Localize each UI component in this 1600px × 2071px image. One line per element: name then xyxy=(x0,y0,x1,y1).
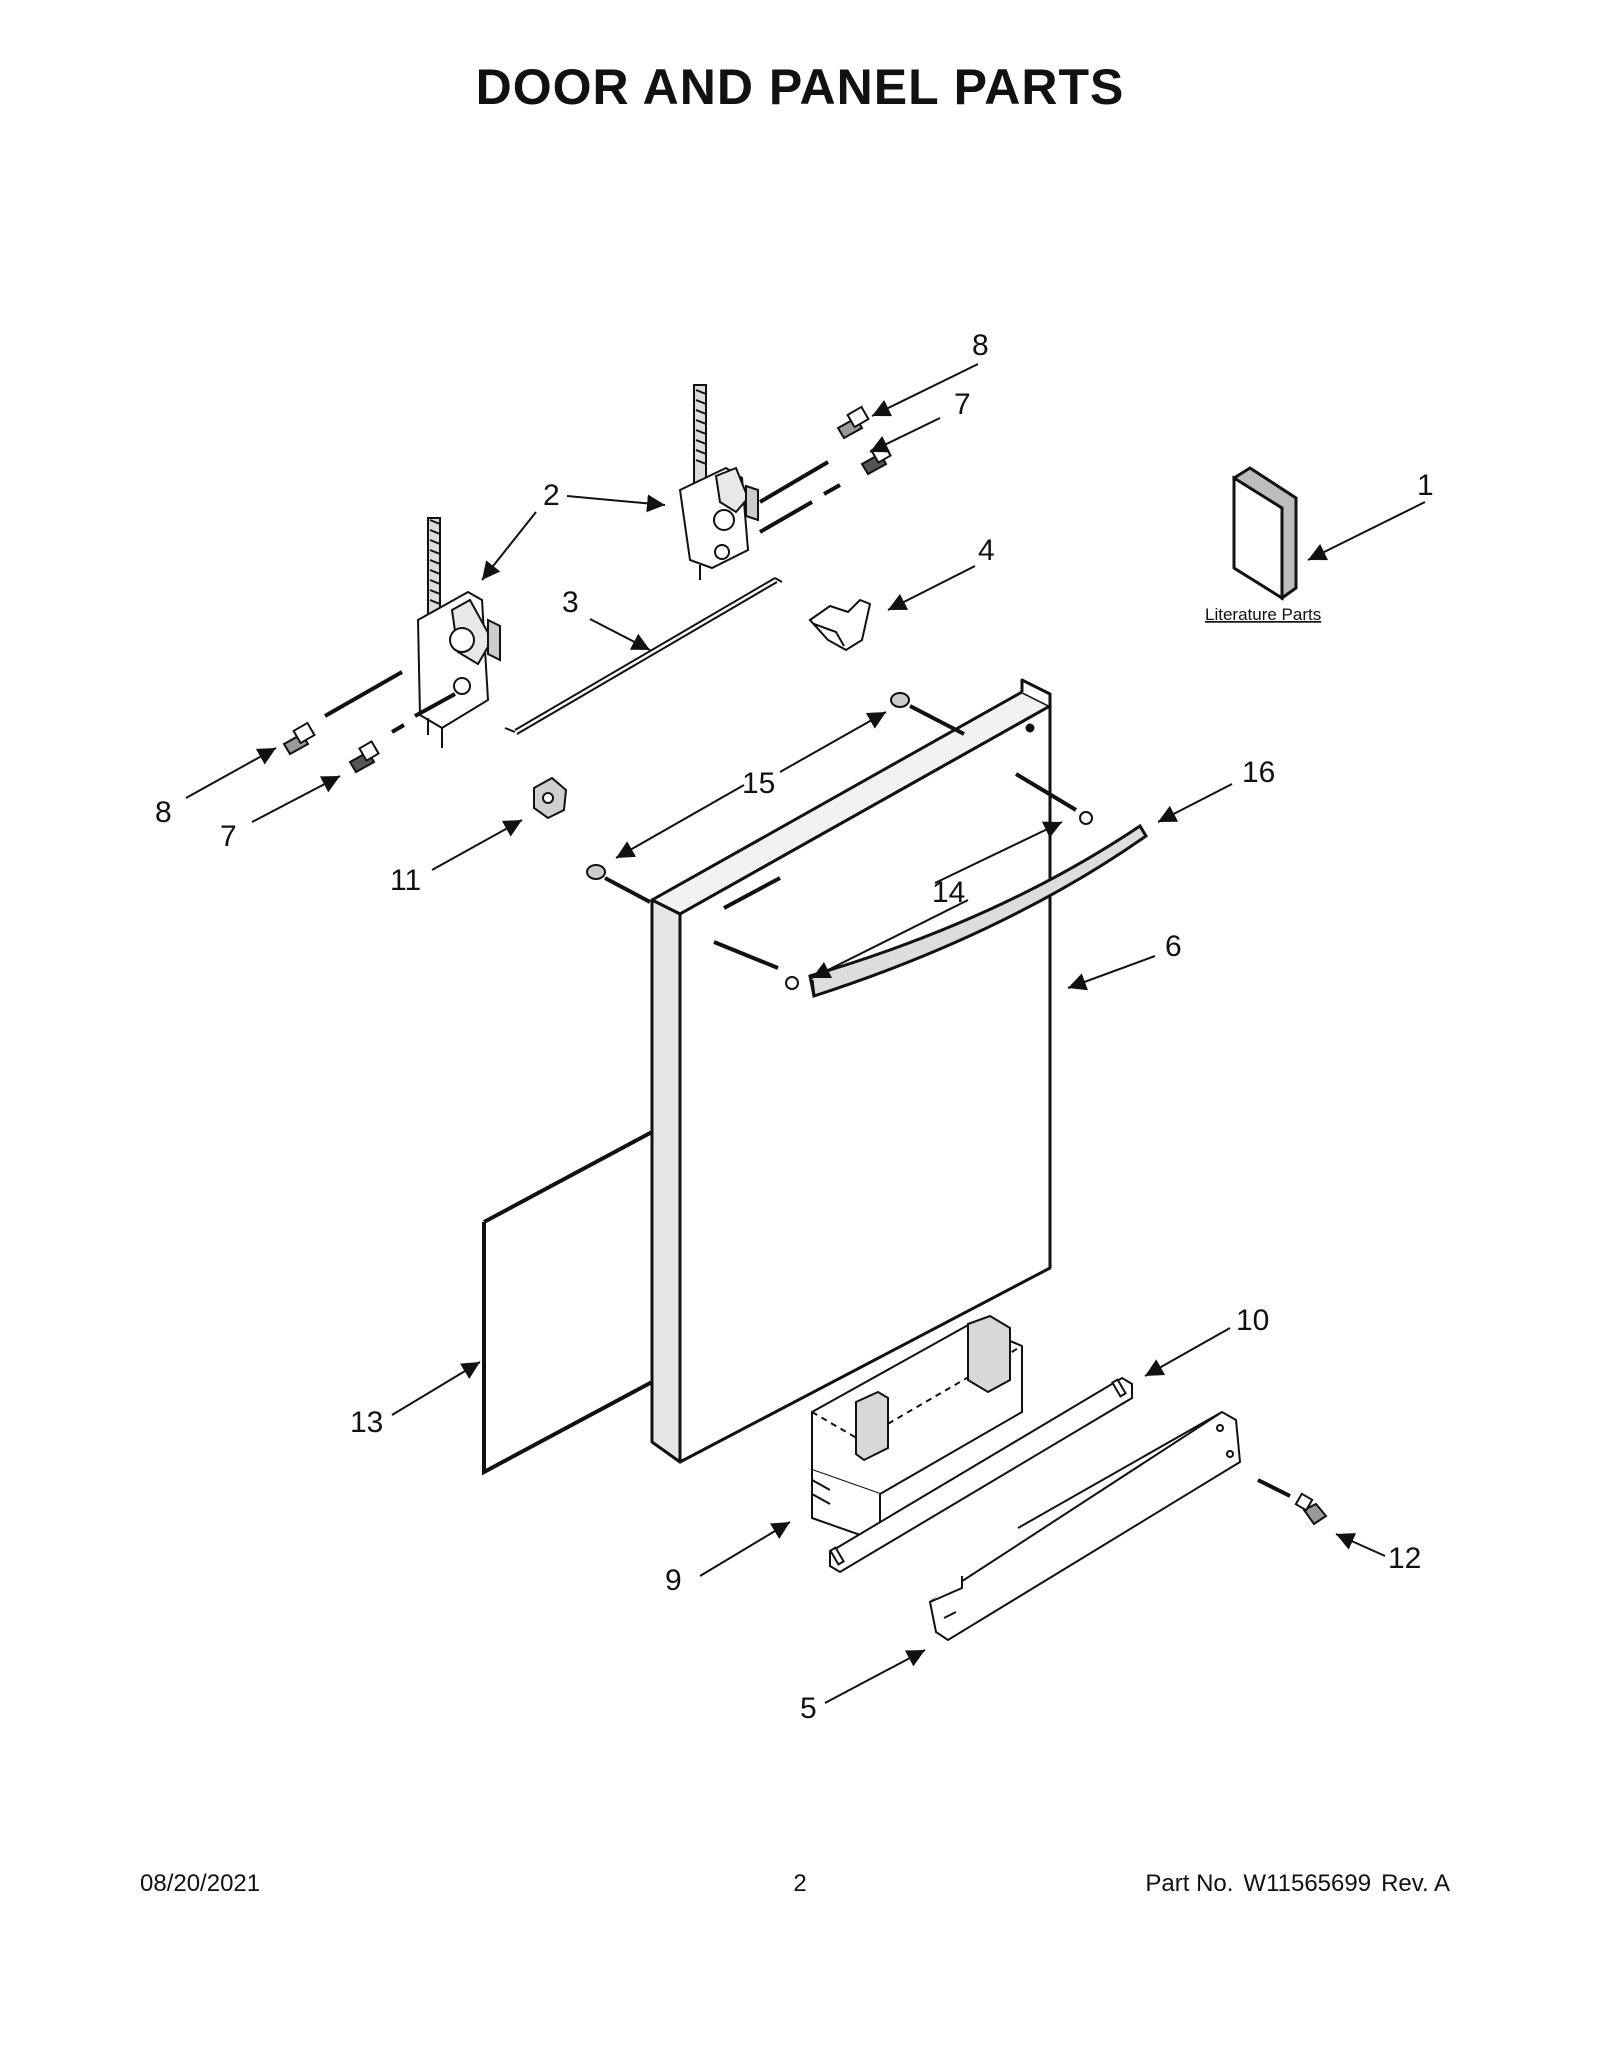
part-label: Part No. xyxy=(1145,1870,1234,1897)
callout-2: 2 xyxy=(543,479,560,512)
callout-10: 10 xyxy=(1236,1304,1269,1337)
callout-8-right: 8 xyxy=(972,329,989,362)
callout-3: 3 xyxy=(562,586,579,619)
callout-16: 16 xyxy=(1242,756,1275,789)
literature-parts-booklet xyxy=(1232,466,1298,601)
left-hinge xyxy=(416,517,501,748)
door-bottom-rail xyxy=(928,1410,1242,1642)
screw-8-left xyxy=(282,721,316,756)
callout-7-left: 7 xyxy=(220,820,237,853)
insulation-block xyxy=(811,1314,1023,1544)
callout-1: 1 xyxy=(1417,469,1434,502)
revision: Rev. A xyxy=(1381,1870,1450,1897)
callout-7-right: 7 xyxy=(954,388,971,421)
page-title: DOOR AND PANEL PARTS xyxy=(475,59,1125,115)
panel-screws-and-grommets xyxy=(586,692,1093,990)
hinge-screw-lines xyxy=(324,460,841,734)
door-panel xyxy=(650,678,1052,1464)
part-number: W11565699 xyxy=(1243,1870,1372,1897)
footer-page-number: 2 xyxy=(793,1870,807,1897)
callout-6: 6 xyxy=(1165,930,1182,963)
callout-4: 4 xyxy=(978,534,995,567)
callout-11: 11 xyxy=(390,864,421,897)
screw-7-left xyxy=(348,740,380,774)
callout-12: 12 xyxy=(1388,1542,1421,1575)
callout-9: 9 xyxy=(665,1564,682,1597)
callout-8-left: 8 xyxy=(155,796,172,829)
footer-date: 08/20/2021 xyxy=(140,1870,261,1897)
leader-lines xyxy=(185,363,1426,1704)
screw-8-right xyxy=(836,405,870,440)
right-hinge xyxy=(678,384,759,580)
footer-part-number: Part No. W11565699 Rev. A xyxy=(1135,1870,1450,1898)
toe-panel-strip xyxy=(829,1376,1133,1574)
door-latch-strike xyxy=(808,598,872,652)
door-link-rod xyxy=(504,577,783,735)
door-liner-panel xyxy=(482,1130,653,1476)
door-handle xyxy=(808,823,1149,998)
callout-15: 15 xyxy=(742,767,775,800)
door-clip xyxy=(533,776,568,820)
literature-parts-label: Literature Parts xyxy=(1205,605,1321,624)
screw-12 xyxy=(1257,1478,1328,1526)
callout-14: 14 xyxy=(932,876,965,909)
callout-13: 13 xyxy=(350,1406,383,1439)
callout-5: 5 xyxy=(800,1692,817,1725)
